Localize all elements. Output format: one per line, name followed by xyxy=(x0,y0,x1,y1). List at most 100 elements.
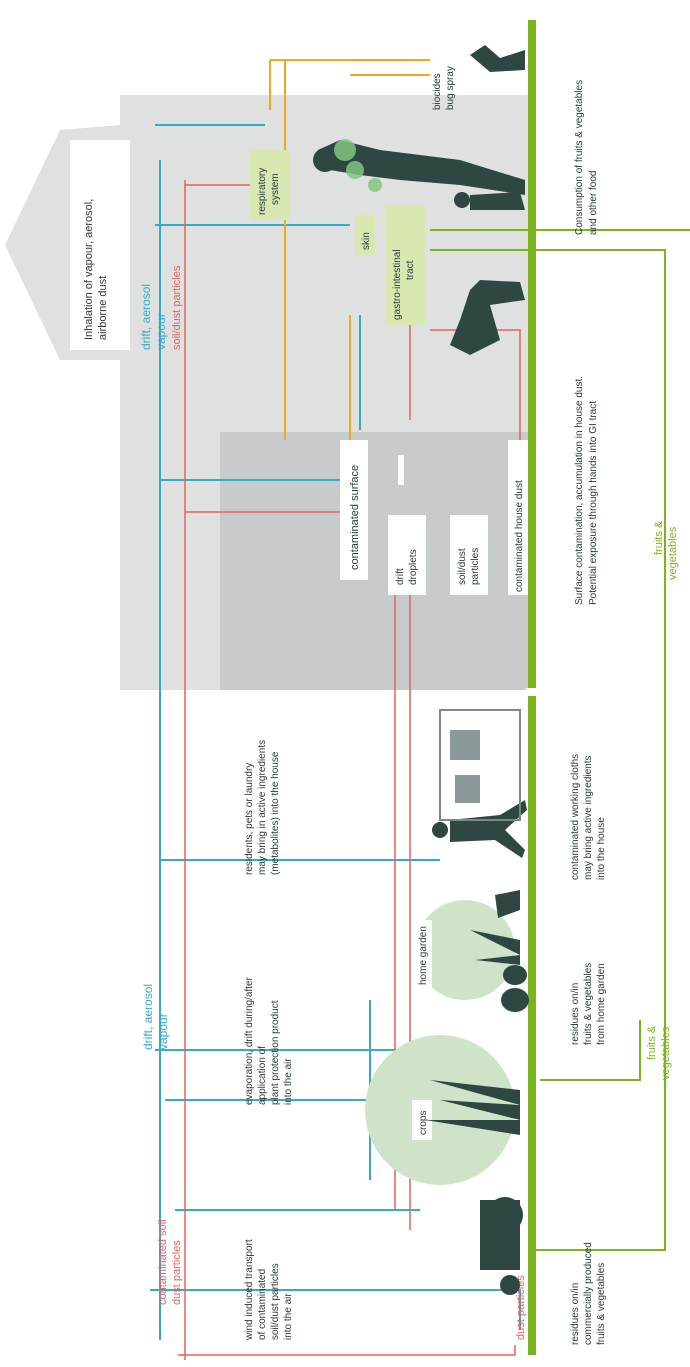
respiratory-line-1: respiratory xyxy=(257,168,268,215)
blue-arrow-6 xyxy=(150,1289,521,1330)
residents-line-1: residents, pets or laundry xyxy=(244,763,255,875)
fruits-veg-right-2: vegetables xyxy=(667,526,679,580)
home-garden-box xyxy=(412,920,432,990)
res-comm-line-1: residues on/in xyxy=(570,1283,581,1345)
inhalation-line-2: airborne dust xyxy=(97,276,109,340)
evap-line-1: evaporation, drift during/after xyxy=(244,976,255,1105)
home-garden-label: home garden xyxy=(418,926,429,985)
drift-droplets-2: droplets xyxy=(408,549,419,585)
contaminated-surface-box xyxy=(340,440,368,580)
consumption-line-2: and other food xyxy=(588,171,599,236)
green-arrows xyxy=(430,229,690,1251)
descriptions-residues-home: residues on/in fruits & vegetables from … xyxy=(570,963,607,1045)
silhouettes xyxy=(313,45,529,1295)
exposure-dot-2 xyxy=(346,161,364,179)
fruits-veg-left-1: fruits & xyxy=(646,1025,658,1060)
surface-line-1: Surface contamination, accumulation in h… xyxy=(574,376,585,605)
crops-label: crops xyxy=(418,1111,429,1135)
descriptions-working-cloths: contaminated working cloths may bring ac… xyxy=(570,754,607,880)
exposure-dot-3 xyxy=(368,178,382,192)
respiratory-box xyxy=(250,150,290,220)
tractor-wheel-icon xyxy=(487,1197,523,1233)
descriptions-wind: wind induced transport of contaminated s… xyxy=(244,1239,294,1341)
fruits-veg-right-1: fruits & xyxy=(653,520,665,555)
skin-label: skin xyxy=(361,232,372,250)
ground-line xyxy=(528,20,536,1355)
soil-dust-1: soil/dust xyxy=(457,548,468,585)
ground-gap xyxy=(526,688,538,696)
green-arrow-2 xyxy=(430,249,666,1251)
cloths-line-3: into the house xyxy=(596,817,607,880)
laundry-icon xyxy=(450,730,480,760)
crops-box xyxy=(412,1100,432,1140)
soil-dust-right: soil/dust particles xyxy=(171,265,183,350)
vapour-left: vapour xyxy=(156,1013,170,1050)
home-garden-circle xyxy=(415,900,515,1000)
red-arrow-4 xyxy=(178,1345,516,1356)
laundry2-icon xyxy=(455,775,480,803)
person-head-icon xyxy=(432,822,448,838)
person-body-icon xyxy=(450,800,527,858)
white-marker xyxy=(398,455,404,485)
evap-line-2: application of xyxy=(257,1046,268,1105)
drift-droplets-1: drift xyxy=(395,568,406,585)
descriptions-surface: Surface contamination, accumulation in h… xyxy=(574,376,599,605)
biocides-line-1: biocides xyxy=(432,73,443,110)
cloths-line-2: may bring active ingredients xyxy=(583,755,594,880)
crop-plant-icon xyxy=(425,1080,520,1135)
evap-line-4: into the air xyxy=(283,1058,294,1105)
dog-outdoor-icon xyxy=(495,890,520,918)
drift-droplets-box xyxy=(388,515,426,595)
inhalation-line-1: Inhalation of vapour, aerosol, xyxy=(83,199,95,340)
child-head-icon xyxy=(454,192,470,208)
orange-arrows xyxy=(269,59,430,440)
contaminated-soil-2: dust particles xyxy=(171,1240,183,1305)
contaminated-soil-1: contaminated soil xyxy=(157,1219,169,1305)
shed-outline xyxy=(439,709,521,821)
garden-plant-icon xyxy=(470,930,520,965)
residents-line-3: (metabolites) into the house xyxy=(270,751,281,875)
res-comm-line-2: commercially produced xyxy=(583,1242,594,1345)
soil-dust-box xyxy=(450,515,488,595)
res-comm-line-3: fruits & vegetables xyxy=(596,1263,607,1345)
tractor-wheel2-icon xyxy=(500,1275,520,1295)
wind-line-4: into the air xyxy=(283,1293,294,1340)
bush-icon xyxy=(501,988,529,1012)
soil-dust-2: particles xyxy=(470,548,481,585)
house-dust-box xyxy=(508,440,528,595)
cloths-line-1: contaminated working cloths xyxy=(570,754,581,880)
descriptions-consumption: Consumption of fruits & vegetables and o… xyxy=(574,80,599,235)
descriptions-residents: residents, pets or laundry may bring in … xyxy=(244,740,281,875)
child-body-icon xyxy=(470,192,525,210)
consumption-line-1: Consumption of fruits & vegetables xyxy=(574,80,585,235)
adult-icon xyxy=(318,140,525,195)
bush2-icon xyxy=(503,965,527,985)
residents-line-2: may bring in active ingredients xyxy=(257,740,268,875)
dust-particles-bottom: dust particles xyxy=(515,1275,527,1340)
exposure-dot-1 xyxy=(334,139,356,161)
vapour-right: vapour xyxy=(154,313,168,350)
drift-aerosol-right: drift, aerosol xyxy=(139,284,153,350)
res-home-line-1: residues on/in xyxy=(570,983,581,1045)
res-home-line-3: from home garden xyxy=(596,963,607,1045)
gi-line-2: tract xyxy=(405,260,416,280)
skin-box xyxy=(355,215,375,255)
adult-head-icon xyxy=(313,148,337,172)
wind-line-3: soil/dust particles xyxy=(270,1263,281,1340)
gi-box xyxy=(385,205,425,325)
sprayer-icon xyxy=(470,45,525,72)
wind-line-1: wind induced transport xyxy=(244,1239,255,1341)
surface-line-2: Potential exposure through hands into GI… xyxy=(588,401,599,605)
res-home-line-2: fruits & vegetables xyxy=(583,963,594,1045)
respiratory-line-2: system xyxy=(270,173,281,205)
drift-aerosol-left: drift, aerosol xyxy=(141,984,155,1050)
house-dust-label: contaminated house dust xyxy=(514,480,525,592)
wind-line-2: of contaminated xyxy=(257,1269,268,1340)
green-arrow-3 xyxy=(540,1020,641,1081)
descriptions-evaporation: evaporation, drift during/after applicat… xyxy=(244,976,294,1105)
inhalation-box xyxy=(70,140,130,350)
evap-line-3: plant protection product xyxy=(270,1000,281,1105)
descriptions-residues-commercial: residues on/in commercially produced fru… xyxy=(570,1242,607,1345)
contaminated-surface-label: contaminated surface xyxy=(349,465,361,570)
